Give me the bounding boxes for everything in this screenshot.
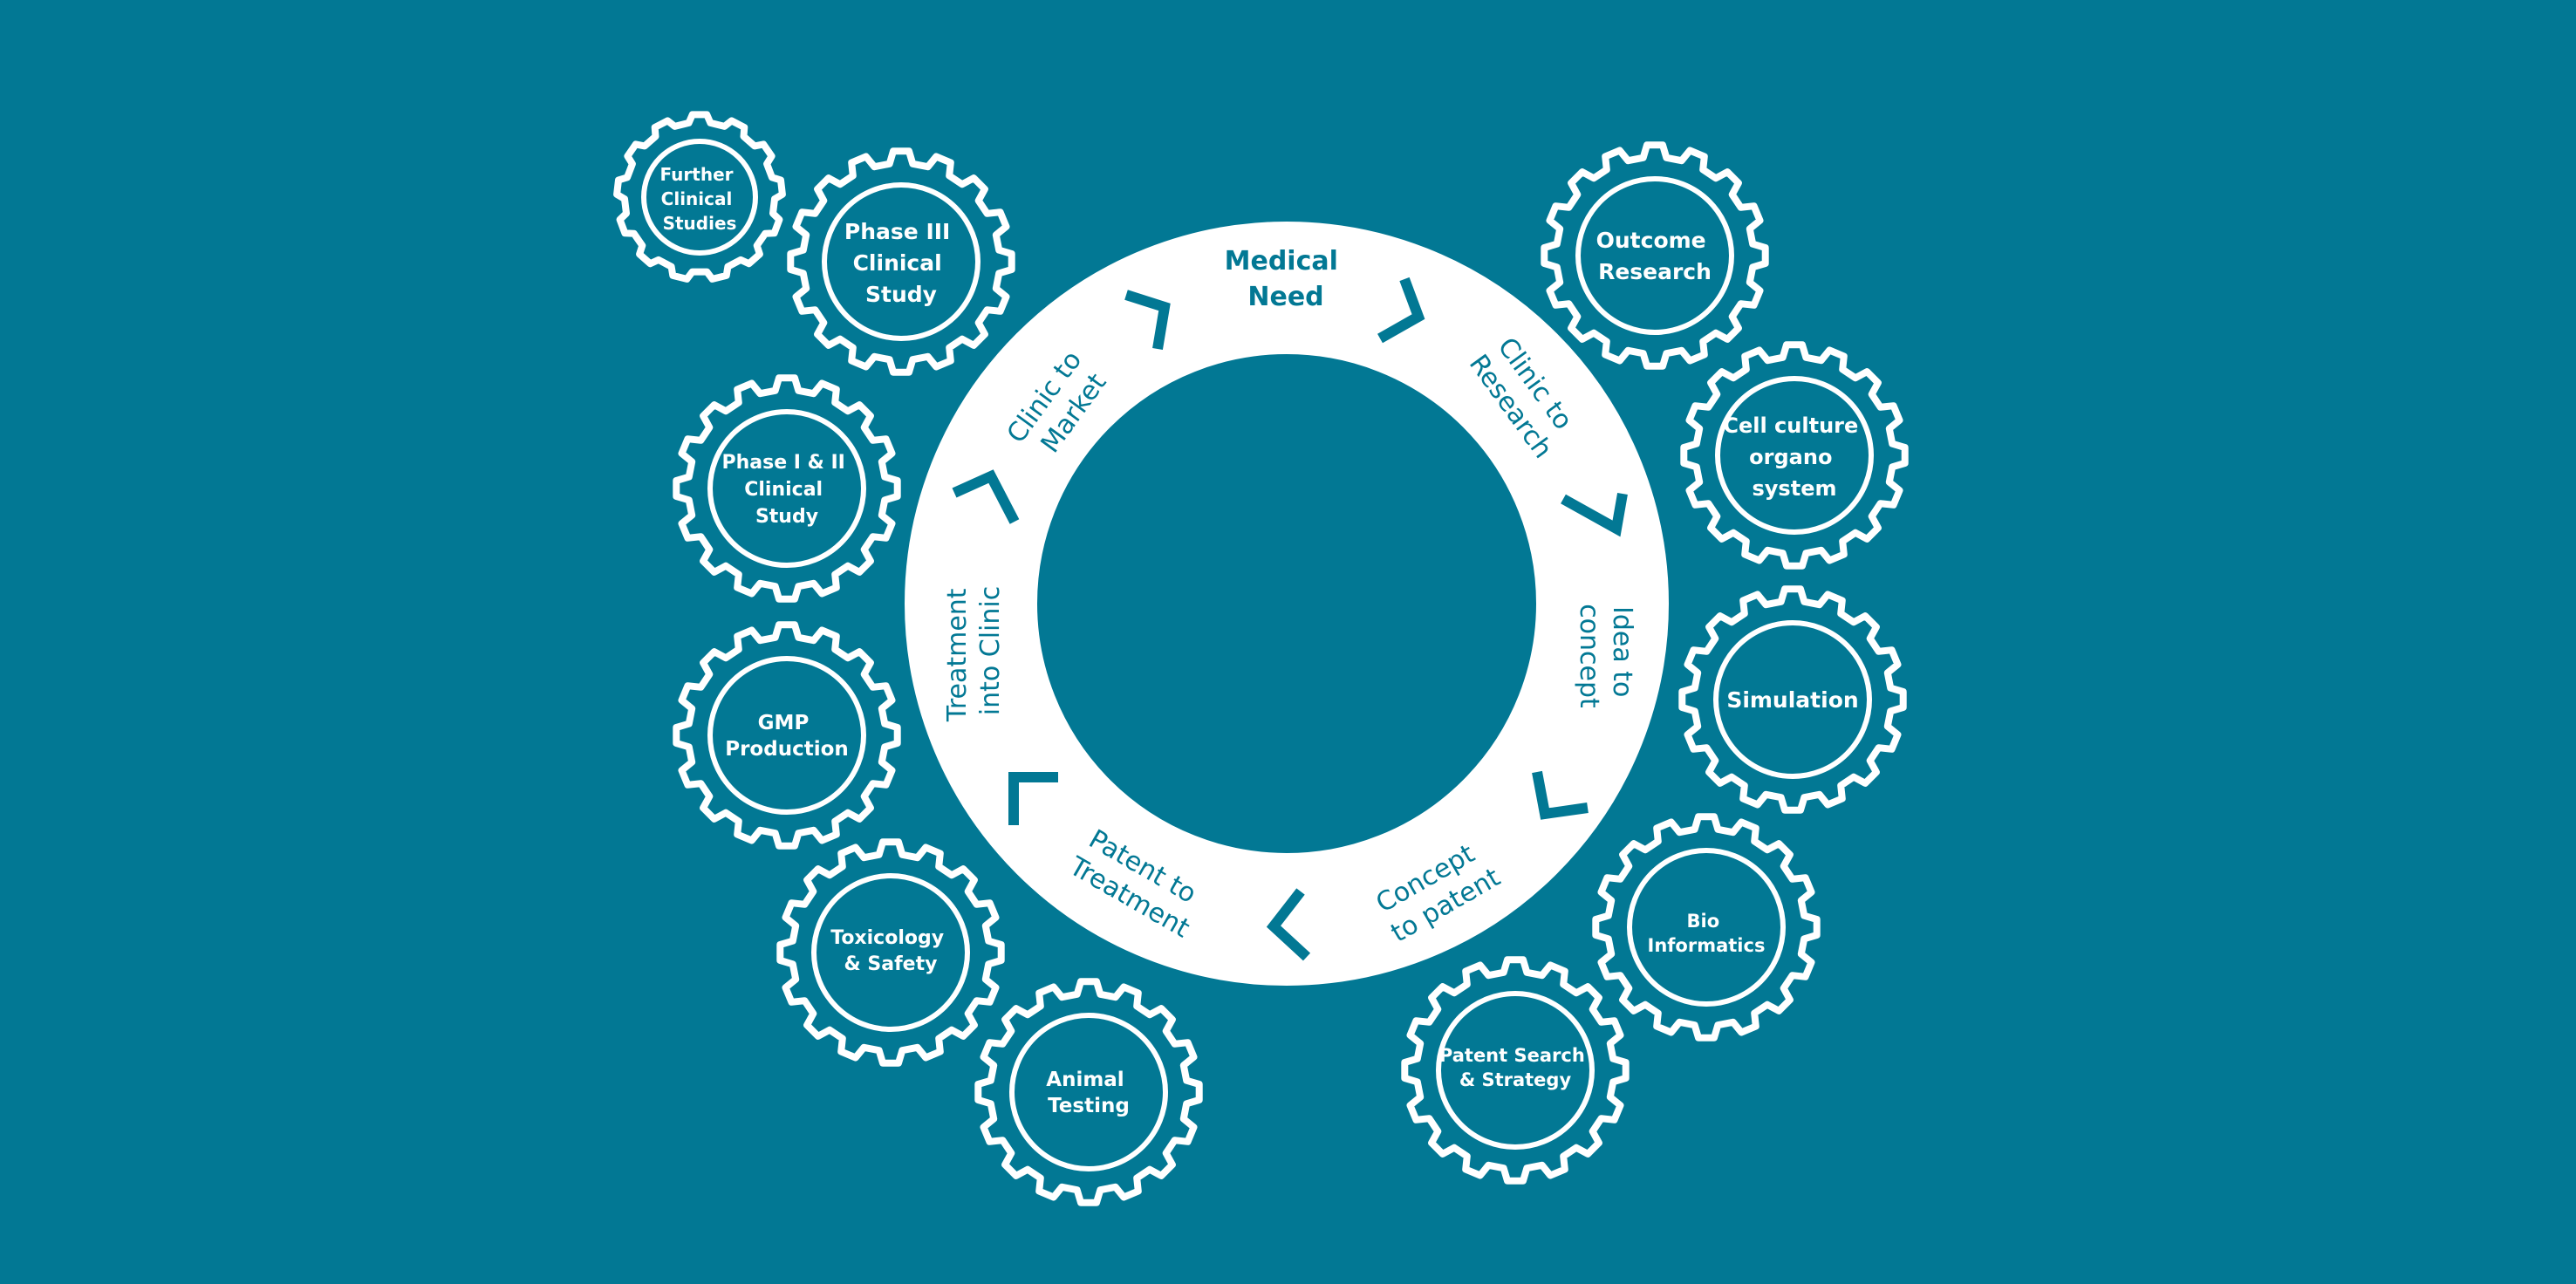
gear-phase-i-ii-clinical-study-icon (673, 374, 901, 603)
chevron-left-icon (1266, 888, 1311, 961)
chevron-right-icon (1377, 277, 1425, 344)
gear-phase-i-ii-clinical-study-label: Phase I & II Clinical Study (721, 452, 851, 528)
gear-phase-i-ii-clinical-study-line-3: Study (755, 506, 818, 528)
gear-toxicology-safety: Toxicology & Safety (776, 838, 1005, 1067)
gear-bio-informatics-line-2: Informatics (1648, 935, 1766, 956)
gear-patent-search-strategy: Patent Search & Strategy (1401, 956, 1630, 1185)
gear-animal-testing-line-2: Testing (1048, 1095, 1130, 1117)
gear-animal-testing-inner-ring (1009, 1013, 1168, 1171)
gear-bio-informatics-icon (1592, 813, 1821, 1042)
stage-idea-to-concept: Idea to concept (1574, 604, 1637, 708)
gear-gmp-production-inner-ring (707, 656, 866, 815)
gear-cell-culture-organo-system-label: Cell culture organo system (1723, 413, 1865, 501)
gear-patent-search-strategy-line-1: Patent Search (1439, 1045, 1585, 1066)
gear-cell-culture-organo-system-line-1: Cell culture (1723, 413, 1858, 438)
gear-bio-informatics-line-1: Bio (1687, 911, 1720, 932)
chevron-right-icon (1124, 290, 1171, 350)
ring-chevrons (952, 277, 1628, 961)
gear-simulation-inner-ring (1713, 620, 1872, 779)
medical-need-title: Medical Need (1225, 246, 1348, 312)
gear-further-clinical-studies-label: Further Clinical Studies (660, 164, 740, 234)
gear-further-clinical-studies-inner-ring (641, 139, 758, 256)
gear-phase-iii-clinical-study-line-2: Clinical (853, 250, 942, 276)
gear-outcome-research-icon (1541, 141, 1769, 370)
gear-bio-informatics-inner-ring (1627, 848, 1786, 1007)
gear-cell-culture-organo-system: Cell culture organo system (1680, 341, 1909, 570)
chevron-up-icon (952, 469, 1020, 524)
gear-cell-culture-organo-system-line-2: organo (1749, 445, 1832, 469)
gear-simulation-label: Simulation (1726, 687, 1858, 713)
gear-further-clinical-studies-line-1: Further (660, 164, 734, 185)
stage-treatment-into-clinic: Treatment into Clinic (942, 580, 1006, 722)
gears: Further Clinical Studies Phase III Clini… (613, 111, 1909, 1206)
gear-animal-testing-icon (974, 978, 1203, 1206)
chevron-up-icon (1008, 772, 1058, 825)
gear-further-clinical-studies: Further Clinical Studies (613, 111, 786, 283)
gear-simulation-line-1: Simulation (1726, 687, 1858, 713)
stage-treatment-into-clinic-line-1: Treatment (942, 588, 973, 722)
gear-patent-search-strategy-line-2: & Strategy (1459, 1069, 1572, 1090)
gear-phase-i-ii-clinical-study-inner-ring (707, 409, 866, 568)
gear-cell-culture-organo-system-line-3: system (1753, 476, 1837, 501)
gear-simulation-icon (1678, 585, 1907, 814)
gear-toxicology-safety-label: Toxicology & Safety (830, 927, 951, 975)
gear-toxicology-safety-line-1: Toxicology (830, 927, 944, 949)
gear-patent-search-strategy-icon (1401, 956, 1630, 1185)
ring-band (905, 222, 1669, 986)
gear-patent-search-strategy-label: Patent Search & Strategy (1439, 1045, 1591, 1090)
gear-animal-testing-label: Animal Testing (1046, 1069, 1131, 1117)
gear-phase-i-ii-clinical-study-line-1: Phase I & II (721, 452, 844, 474)
gear-cell-culture-organo-system-inner-ring (1715, 376, 1874, 535)
gear-outcome-research-line-2: Research (1598, 259, 1712, 284)
gear-toxicology-safety-icon (776, 838, 1005, 1067)
gear-gmp-production-label: GMP Production (725, 712, 849, 761)
gear-bio-informatics-label: Bio Informatics (1648, 911, 1766, 956)
gear-outcome-research-label: Outcome Research (1596, 228, 1714, 284)
gear-outcome-research: Outcome Research (1541, 141, 1769, 370)
medical-need-line-2: Need (1247, 282, 1323, 312)
stage-idea-to-concept-label: Idea to concept (1574, 604, 1637, 708)
gear-simulation: Simulation (1678, 585, 1907, 814)
gear-gmp-production-icon (673, 621, 901, 850)
gear-phase-iii-clinical-study-icon (787, 147, 1015, 376)
gear-animal-testing-line-1: Animal (1046, 1069, 1124, 1091)
stage-idea-to-concept-line-1: Idea to (1607, 606, 1637, 697)
gear-phase-iii-clinical-study-inner-ring (822, 182, 981, 341)
stage-treatment-into-clinic-line-2: into Clinic (975, 586, 1006, 715)
gear-phase-iii-clinical-study-line-1: Phase III (844, 219, 950, 244)
chevron-down-icon (1561, 492, 1628, 537)
stage-idea-to-concept-line-2: concept (1574, 604, 1604, 708)
gear-further-clinical-studies-line-2: Clinical (661, 188, 733, 209)
gear-phase-iii-clinical-study: Phase III Clinical Study (787, 147, 1015, 376)
gear-outcome-research-line-1: Outcome (1596, 228, 1706, 253)
gear-animal-testing: Animal Testing (974, 978, 1203, 1206)
gear-phase-i-ii-clinical-study: Phase I & II Clinical Study (673, 374, 901, 603)
gear-cell-culture-organo-system-icon (1680, 341, 1909, 570)
gear-toxicology-safety-inner-ring (811, 873, 970, 1032)
gear-outcome-research-inner-ring (1575, 176, 1734, 335)
gear-gmp-production: GMP Production (673, 621, 901, 850)
gear-patent-search-strategy-inner-ring (1436, 991, 1595, 1150)
gear-gmp-production-line-1: GMP (758, 712, 810, 734)
gear-toxicology-safety-line-2: & Safety (844, 953, 938, 975)
gear-bio-informatics: Bio Informatics (1592, 813, 1821, 1042)
gear-phase-iii-clinical-study-line-3: Study (865, 282, 937, 307)
gear-phase-iii-clinical-study-label: Phase III Clinical Study (844, 219, 958, 307)
stage-treatment-into-clinic-label: Treatment into Clinic (942, 580, 1006, 722)
gear-further-clinical-studies-icon (613, 111, 786, 283)
gear-phase-i-ii-clinical-study-line-2: Clinical (744, 479, 823, 501)
gear-further-clinical-studies-line-3: Studies (663, 213, 737, 234)
chevron-down-icon (1532, 770, 1589, 820)
gear-gmp-production-line-2: Production (725, 738, 849, 761)
medical-need-line-1: Medical (1225, 246, 1338, 277)
